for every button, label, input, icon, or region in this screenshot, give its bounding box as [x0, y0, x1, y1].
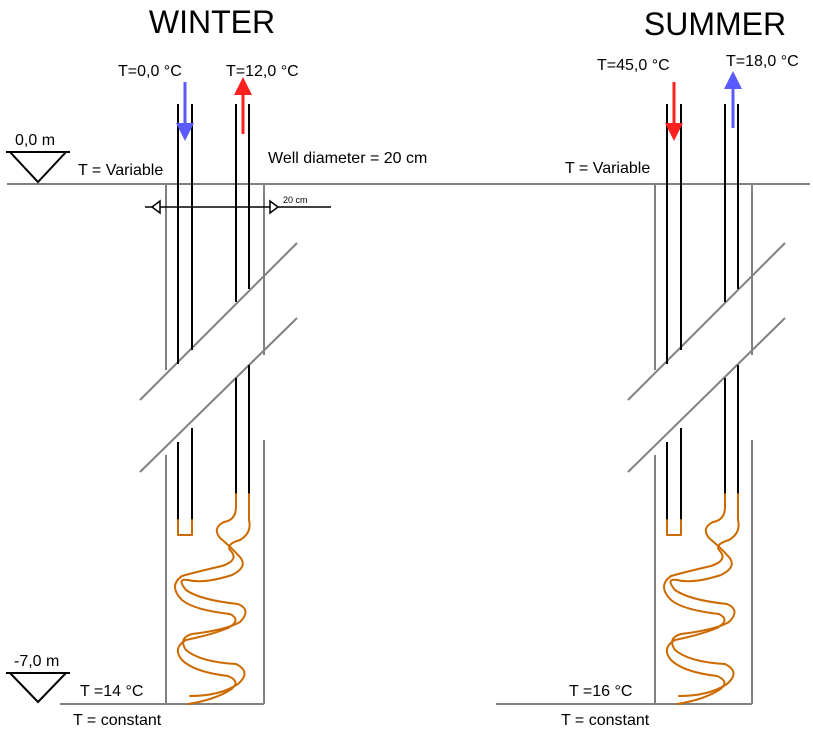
winter-outlet-temp: T=12,0 °C: [226, 63, 299, 80]
bottom-level-label: -7,0 m: [14, 653, 59, 670]
winter-break-line-lower: [139, 317, 298, 473]
winter-inlet-pipe-upper: [177, 104, 193, 364]
winter-helical-coil: [174, 493, 251, 705]
summer-inlet-pipe-upper: [666, 104, 682, 364]
surface-level-label: 0,0 m: [15, 132, 55, 149]
winter-well: 20 cm: [60, 77, 331, 705]
well-diameter-dimension: 20 cm: [145, 195, 331, 215]
summer-outlet-pipe-lower: [724, 365, 739, 494]
summer-helical-coil: [663, 493, 740, 705]
winter-outlet-pipe-upper: [235, 104, 250, 302]
surface-level-marker: 0,0 m: [6, 132, 70, 184]
summer-outlet-pipe-upper: [724, 104, 739, 302]
summer-title: SUMMER: [644, 6, 786, 42]
summer-outlet-temp: T=18,0 °C: [726, 53, 799, 70]
winter-inlet-pipe-lower: [177, 428, 193, 520]
summer-inlet-pipe-lower: [666, 428, 682, 520]
bottom-level-marker: -7,0 m: [6, 653, 70, 704]
summer-break-line-upper: [627, 242, 786, 401]
winter-surface-temp: T = Variable: [78, 162, 163, 179]
summer-bottom-condition: T = constant: [561, 712, 650, 729]
winter-inlet-temp: T=0,0 °C: [118, 63, 182, 80]
winter-title: WINTER: [149, 4, 275, 40]
summer-bottom-temp: T =16 °C: [569, 683, 632, 700]
summer-inlet-temp: T=45,0 °C: [597, 57, 670, 74]
winter-bottom-condition: T = constant: [73, 712, 162, 729]
winter-bottom-temp: T =14 °C: [80, 683, 143, 700]
winter-break-line-upper: [139, 242, 298, 401]
summer-surface-temp: T = Variable: [565, 160, 650, 177]
summer-well: [496, 71, 786, 705]
summer-break-line-lower: [627, 317, 786, 473]
well-diameter-label: Well diameter = 20 cm: [268, 150, 427, 167]
winter-outlet-pipe-lower: [235, 365, 250, 494]
dimension-label: 20 cm: [283, 195, 308, 205]
